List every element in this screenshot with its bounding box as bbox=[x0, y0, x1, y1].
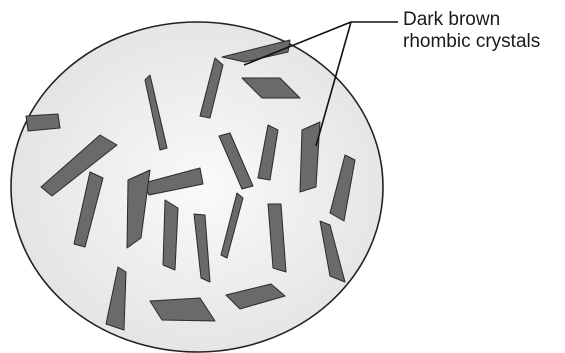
label-dark-brown: Dark brown bbox=[403, 9, 500, 31]
label-rhombic-crystals: rhombic crystals bbox=[403, 31, 540, 53]
crystal-3 bbox=[26, 114, 60, 131]
crystal-14 bbox=[163, 200, 178, 270]
